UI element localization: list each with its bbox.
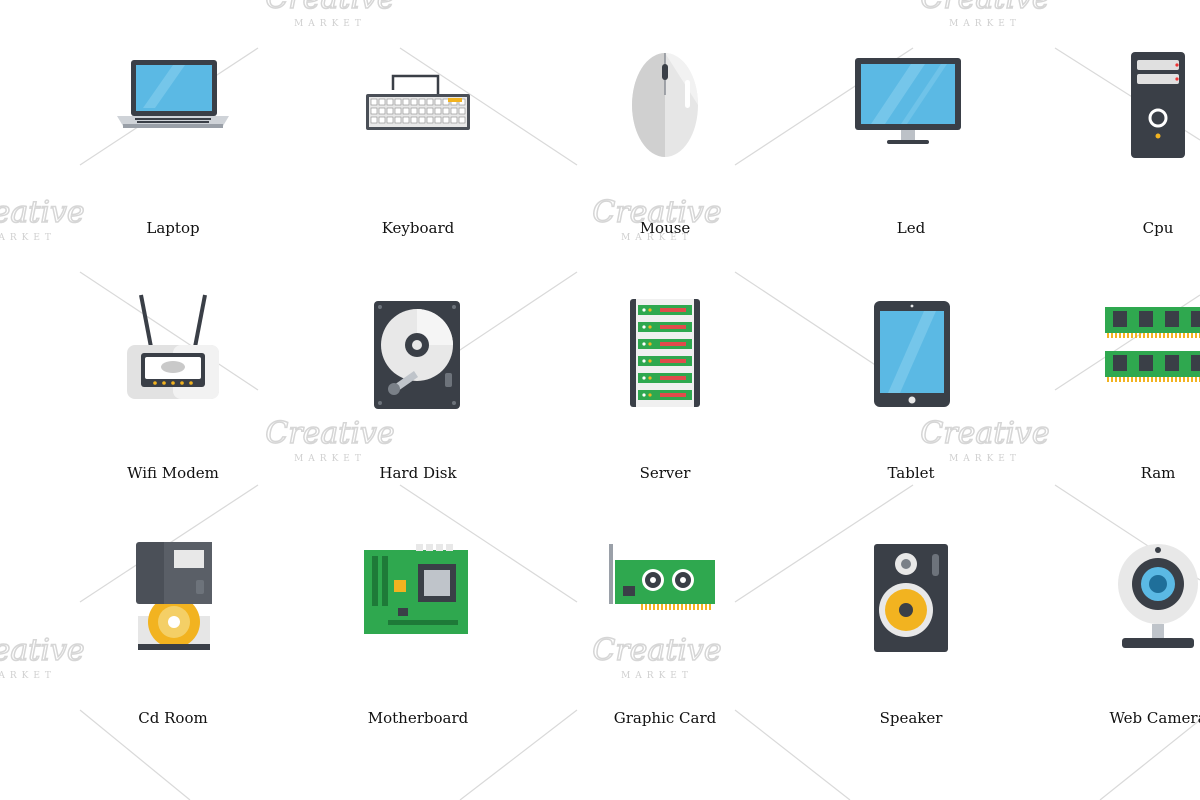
icon-label: Tablet xyxy=(887,464,935,482)
icon-label: Ram xyxy=(1140,464,1176,482)
icon-cell-motherboard: Motherboard xyxy=(293,520,543,765)
icon-label: Cpu xyxy=(1142,219,1174,237)
icon-label: Laptop xyxy=(146,219,200,237)
icon-label: Speaker xyxy=(879,709,943,727)
icon-cell-cd-room: Cd Room xyxy=(48,520,298,765)
icon-cell-mouse: Mouse xyxy=(540,30,790,275)
icon-cell-laptop: Laptop xyxy=(48,30,298,275)
icon-label: Led xyxy=(896,219,926,237)
icon-cell-wifi-modem: Wifi Modem xyxy=(48,275,298,520)
icon-cell-hard-disk: Hard Disk xyxy=(293,275,543,520)
icon-cell-keyboard: Keyboard xyxy=(293,30,543,275)
icon-label: Cd Room xyxy=(138,709,208,727)
icon-cell-ram: Ram xyxy=(1033,275,1200,520)
icon-cell-tablet: Tablet xyxy=(786,275,1036,520)
icon-cell-server: Server xyxy=(540,275,790,520)
icon-cell-cpu: Cpu xyxy=(1033,30,1200,275)
icon-label: Keyboard xyxy=(381,219,455,237)
icon-label: Mouse xyxy=(639,219,691,237)
icon-label: Hard Disk xyxy=(379,464,457,482)
icon-cell-graphic-card: Graphic Card xyxy=(540,520,790,765)
icon-label: Motherboard xyxy=(367,709,469,727)
icon-cell-speaker: Speaker xyxy=(786,520,1036,765)
icon-label: Wifi Modem xyxy=(127,464,219,482)
icon-label: Web Camera xyxy=(1109,709,1200,727)
icon-cell-led: Led xyxy=(786,30,1036,275)
icon-label: Server xyxy=(639,464,691,482)
icon-label: Graphic Card xyxy=(613,709,717,727)
icon-cell-web-camera: Web Camera xyxy=(1033,520,1200,765)
